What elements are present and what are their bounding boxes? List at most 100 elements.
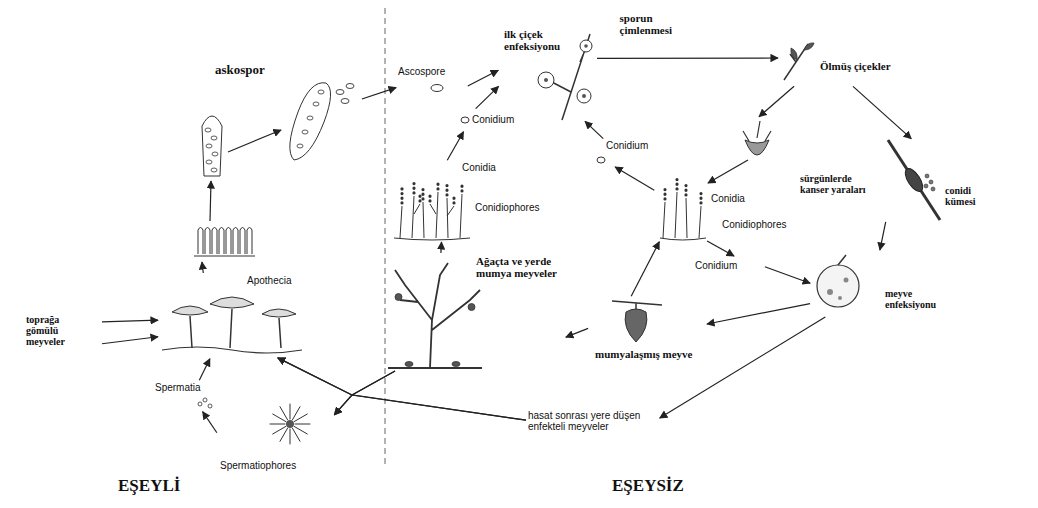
stage-label: toprağa gömülü meyveler [26, 314, 74, 347]
ascus [290, 83, 331, 160]
conidium [461, 117, 469, 123]
stage-label: Apothecia [247, 275, 291, 286]
flower-center [584, 44, 588, 48]
stage-node: Conidium [695, 257, 763, 275]
stage-node: sürgünlerde kanser yaralarıconidi kümesi [800, 140, 1005, 220]
stage-label: Conidium [695, 260, 737, 271]
stage-node: mumyalaşmış meyve [590, 298, 705, 364]
cycle-arrow [278, 358, 395, 395]
cycle-arrow [759, 86, 794, 116]
stage-label: Conidia [462, 162, 496, 173]
fruit-stem [838, 255, 846, 265]
stage-label: Conidiophores [722, 219, 787, 230]
flower [580, 40, 592, 52]
cycle-arrow [476, 86, 499, 108]
apothecium-stalk [190, 309, 281, 348]
stage-node: Spermatia [155, 382, 217, 410]
fruit [817, 265, 859, 307]
stage-node: ConidiaConidiophores [656, 118, 797, 240]
ascus [202, 116, 222, 176]
section-label: EŞEYLİ [118, 476, 180, 496]
stage-label: Conidium [472, 114, 514, 125]
dead-flower [791, 43, 814, 60]
ascospore-set [297, 90, 324, 148]
conidia-cluster [924, 174, 935, 191]
cycle-arrow [880, 222, 886, 250]
conidium [597, 157, 605, 163]
cycle-arrow [585, 121, 603, 138]
stage-node: ilk çiçek enfeksiyonu [500, 28, 595, 120]
cycle-arrow [199, 359, 210, 380]
stage-node: Conidium [596, 140, 654, 166]
stage-node: Ölmüş çiçekler [780, 40, 910, 85]
conidiophore [660, 192, 706, 240]
ascospore [431, 85, 443, 92]
cycle-arrow [202, 262, 203, 273]
mummy-fruits [395, 294, 475, 367]
cycle-arrow [278, 358, 526, 420]
stage-label: Ağaçta ve yerde mumya meyveler [476, 255, 562, 279]
stage-label: Ascospore [398, 66, 445, 77]
soil-line [162, 347, 302, 353]
cycle-arrow [440, 242, 442, 253]
stage-node: Conidium [458, 110, 523, 130]
stage-label: Conidiophores [475, 202, 540, 213]
spermatia [198, 398, 212, 408]
cycle-arrow [615, 167, 654, 190]
stage-node: hasat sonrası yere düşen enfekteli meyve… [528, 410, 658, 440]
flower [577, 89, 591, 103]
cycle-arrow [631, 242, 659, 296]
divider-line [385, 8, 386, 468]
cycle-arrow [102, 320, 158, 322]
stage-node: askospor [188, 62, 360, 260]
flower-center [582, 94, 586, 98]
stage-label: Conidium [606, 140, 648, 151]
twig [784, 44, 808, 80]
stage-label: ilk çiçek enfeksiyonu [504, 28, 578, 52]
cycle-arrow [102, 337, 158, 344]
cycle-arrow [468, 70, 498, 86]
twig [612, 301, 662, 311]
stage-node: Ağaçta ve yerde mumya meyveler [388, 255, 564, 370]
stage-node: Apothecia [160, 275, 305, 357]
shoot [888, 140, 940, 220]
stage-label: meyve enfeksiyonu [885, 288, 947, 310]
stage-node: ConidiaConidiophores [392, 162, 547, 240]
cycle-arrow [853, 86, 911, 138]
spermatiophore [270, 404, 310, 444]
stage-node: Spermatiophores [218, 402, 333, 474]
cycle-arrow [334, 395, 526, 420]
flower [538, 72, 554, 88]
stage-node: toprağa gömülü meyveler [26, 314, 100, 354]
canker [902, 166, 926, 194]
cycle-arrow [566, 328, 588, 337]
cycle-arrow [203, 412, 217, 433]
conidia-chain [665, 175, 701, 203]
rot-spots [827, 278, 849, 301]
stage-label: mumyalaşmış meyve [595, 348, 692, 360]
cycle-arrow [362, 88, 396, 99]
cycle-arrow [707, 304, 810, 324]
edge-label: sporun çimlenmesi [620, 12, 690, 36]
stage-node: Ascospore [398, 66, 466, 96]
cycle-arrow [447, 132, 463, 161]
spermatiophore-center [286, 420, 294, 428]
stage-arrow [228, 130, 281, 152]
conidiophore [394, 192, 470, 240]
flower-center [544, 78, 548, 82]
cycle-arrow [597, 57, 778, 59]
cycle-arrow [707, 241, 734, 256]
stage-arrow [708, 160, 748, 183]
cycle-arrow [334, 371, 395, 415]
stage-label: conidi kümesi [945, 185, 995, 207]
stage-node: meyve enfeksiyonu [812, 252, 962, 316]
stage-label: Spermatiophores [220, 460, 296, 471]
blighted-blossom [745, 140, 769, 155]
conidia-chain [402, 180, 462, 203]
stage-label: Spermatia [155, 382, 201, 393]
